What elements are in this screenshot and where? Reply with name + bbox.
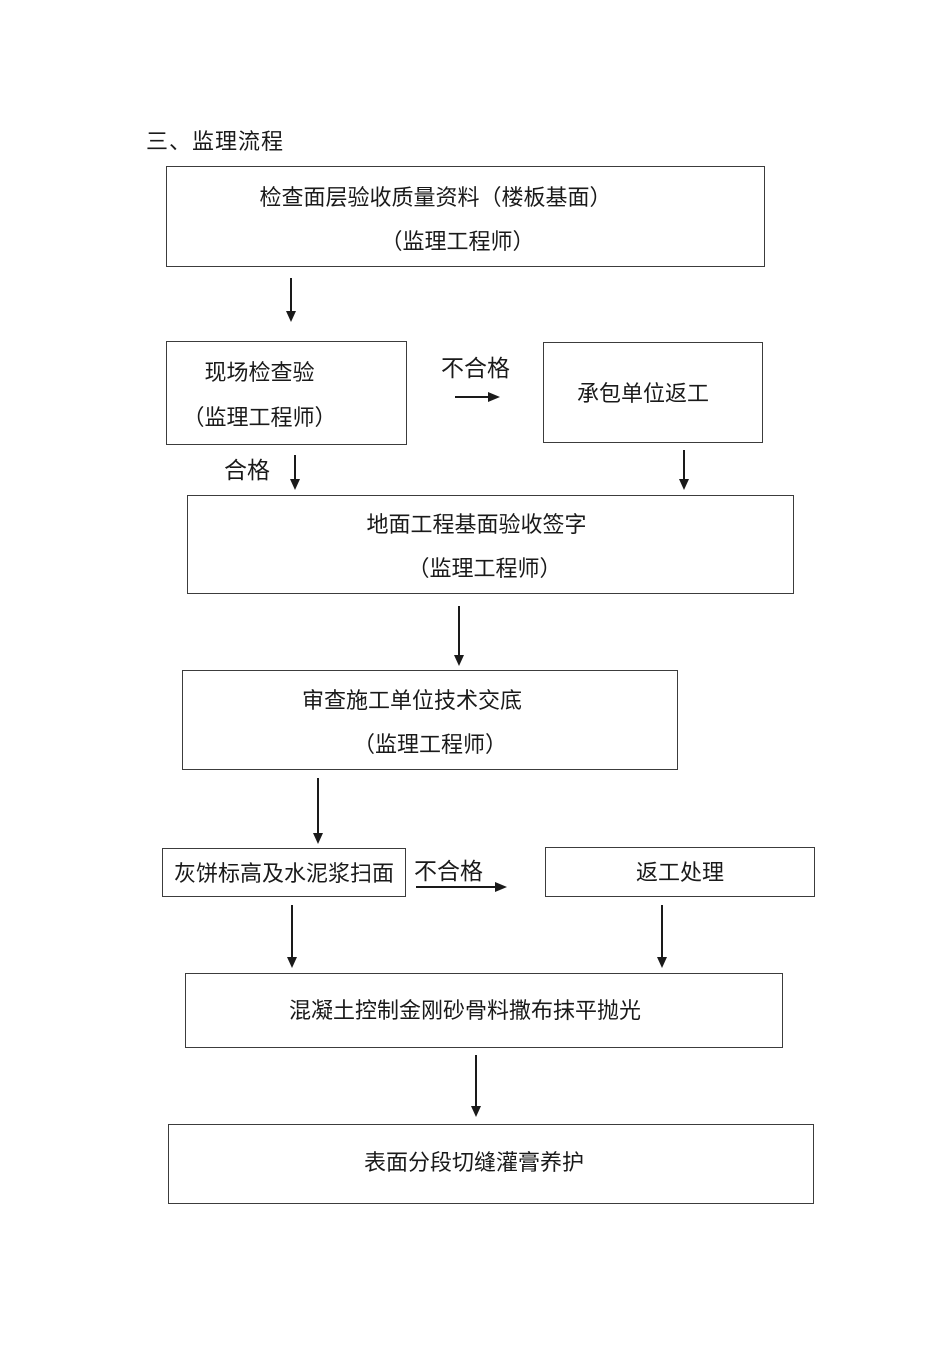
arrow-inspection-to-rework (455, 392, 500, 402)
unqualified-label-bottom: 不合格 (414, 859, 483, 884)
arrow-pass-to-signoff (290, 455, 300, 490)
arrow-screed-to-concrete (287, 905, 297, 968)
unqualified-label-top: 不合格 (441, 356, 510, 381)
node-text: 地面工程基面验收签字 (366, 512, 587, 537)
node-text: 返工处理 (635, 860, 725, 885)
node-contractor-rework: 承包单位返工 (543, 342, 763, 443)
node-text: 检查面层验收质量资料（楼板基面） (259, 185, 612, 210)
node-surface-cut-joint-curing: 表面分段切缝灌膏养护 (168, 1124, 814, 1204)
node-concrete-carborundum-polish: 混凝土控制金刚砂骨料撒布抹平抛光 (185, 973, 783, 1048)
node-text: 现场检查验 (204, 360, 315, 385)
node-text: 审查施工单位技术交底 (301, 688, 523, 713)
arrow-rework-handling-to-concrete (657, 905, 667, 968)
node-subtext: （监理工程师） (380, 229, 535, 254)
arrow-review-to-screed (313, 778, 323, 844)
arrow-concrete-to-curing (471, 1055, 481, 1117)
arrow-screed-to-rework-handling (416, 882, 507, 892)
arrow-rework-to-signoff (679, 450, 689, 490)
node-site-inspection: 现场检查验 （监理工程师） (166, 341, 407, 445)
node-text: 表面分段切缝灌膏养护 (363, 1150, 585, 1175)
node-subtext: （监理工程师） (182, 405, 337, 430)
node-subtext: （监理工程师） (352, 732, 508, 757)
arrow-check-to-inspection (286, 278, 296, 322)
node-base-acceptance-signoff: 地面工程基面验收签字 （监理工程师） (187, 495, 794, 594)
node-rework-handling: 返工处理 (545, 847, 815, 897)
arrow-signoff-to-review (454, 606, 464, 666)
node-screed-level-cement-wash: 灰饼标高及水泥浆扫面 (162, 848, 406, 897)
node-text: 承包单位返工 (576, 381, 710, 406)
qualified-label: 合格 (224, 458, 270, 483)
node-text: 混凝土控制金刚砂骨料撒布抹平抛光 (288, 998, 642, 1023)
section-title: 三、监理流程 (146, 129, 285, 154)
node-check-acceptance-data: 检查面层验收质量资料（楼板基面） （监理工程师） (166, 166, 765, 267)
node-text: 灰饼标高及水泥浆扫面 (173, 861, 395, 886)
node-subtext: （监理工程师） (407, 556, 562, 581)
node-review-technical-disclosure: 审查施工单位技术交底 （监理工程师） (182, 670, 678, 770)
